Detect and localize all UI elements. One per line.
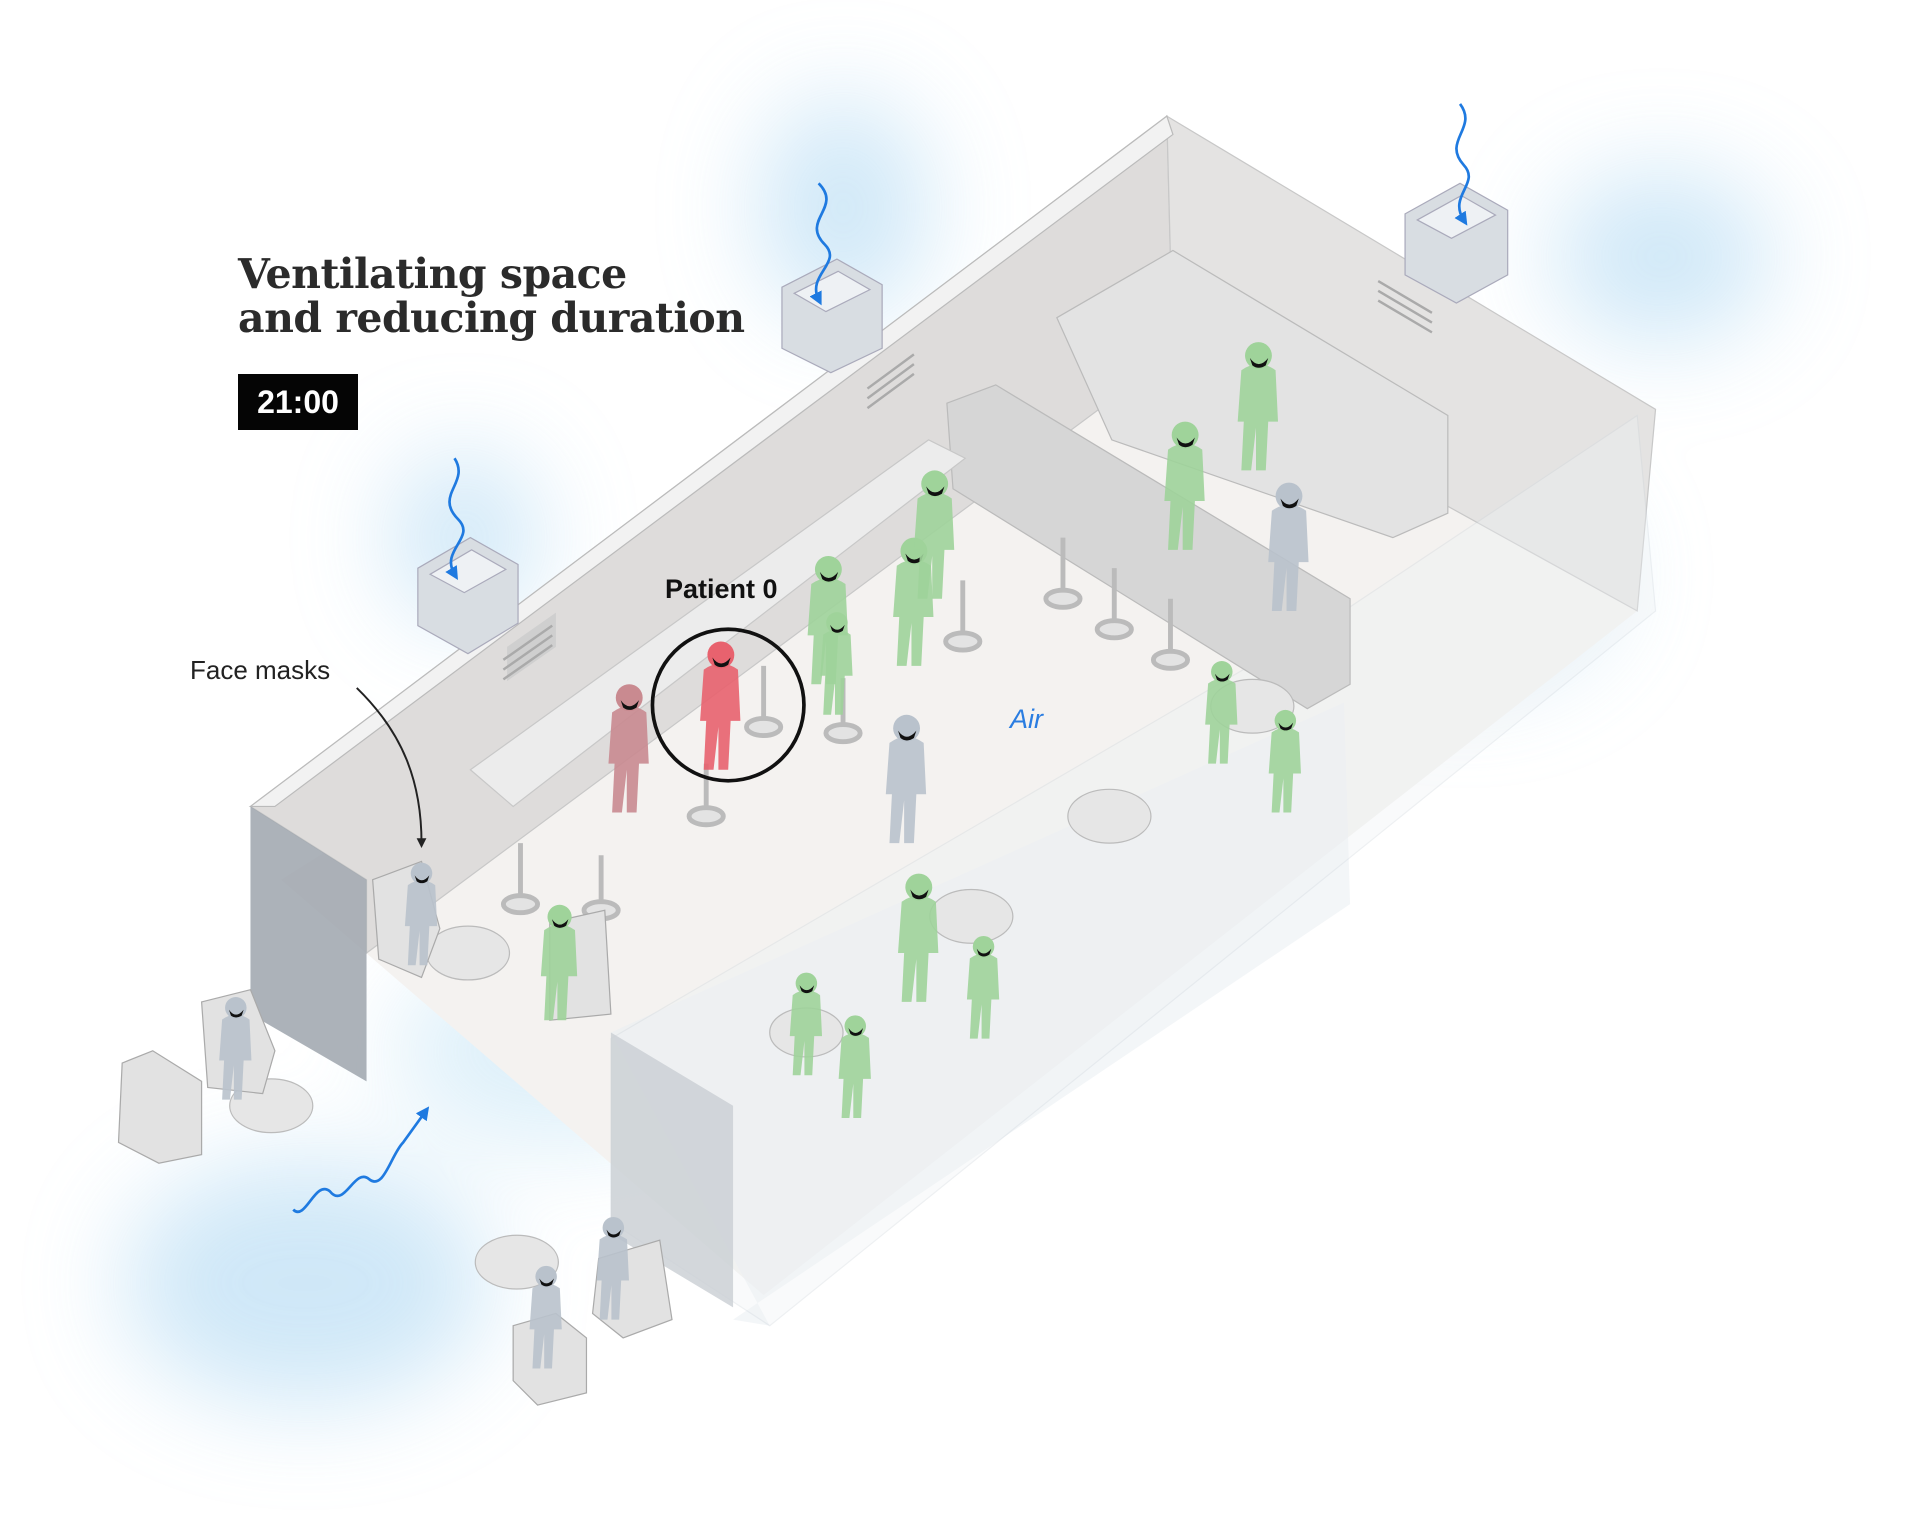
face-mask-icon: [1278, 722, 1294, 731]
person-neutral: [885, 714, 927, 844]
person-healthy: [966, 935, 1000, 1039]
side-door[interactable]: [610, 1032, 734, 1308]
wall-counter: [469, 439, 967, 808]
bar-stools: [500, 537, 1191, 922]
person-healthy: [789, 972, 823, 1076]
page-title: Ventilating space and reducing duration: [238, 252, 745, 340]
person-infected: [700, 641, 741, 770]
face-mask-icon: [551, 919, 569, 928]
face-mask-icon: [606, 1229, 622, 1238]
face-masks-label: Face masks: [190, 655, 331, 685]
face-mask-icon: [799, 985, 815, 994]
ventilation-units: [417, 182, 1509, 655]
person-healthy: [913, 470, 955, 599]
face-mask-icon: [1214, 673, 1230, 682]
face-mask-icon: [228, 1009, 244, 1018]
face-mask-icon: [1249, 358, 1269, 368]
face-mask-icon: [926, 486, 945, 497]
person-healthy: [838, 1015, 871, 1118]
person-neutral: [596, 1216, 629, 1320]
face-mask-icon: [905, 553, 924, 564]
front-wall-glass: [610, 702, 1351, 1326]
air-arrow-in-icon: [292, 1106, 430, 1214]
air-arrow-down-icon: [809, 182, 832, 306]
person-healthy: [1237, 342, 1278, 471]
face-mask-icon: [910, 889, 929, 900]
person-neutral: [404, 862, 438, 966]
face-mask-icon: [539, 1278, 554, 1287]
face-mask-icon: [712, 657, 731, 668]
person-neutral: [529, 1265, 562, 1369]
person-healthy: [1164, 421, 1205, 550]
person-healthy: [1268, 709, 1301, 813]
face-masks-pointer-arrow: [356, 687, 427, 848]
people: [219, 342, 1309, 1369]
face-mask-icon: [898, 730, 917, 741]
air-arrow-down-icon: [1454, 103, 1471, 226]
face-mask-icon: [848, 1028, 864, 1036]
face-mask-icon: [819, 571, 839, 582]
air-arrow-down-icon: [445, 457, 465, 581]
face-mask-icon: [830, 624, 845, 633]
patient-zero-highlight-circle: [650, 627, 806, 783]
person-neutral: [219, 997, 252, 1100]
person-healthy: [540, 904, 578, 1021]
time-badge: 21:00: [238, 374, 358, 430]
title-line-2: and reducing duration: [238, 294, 745, 342]
person-healthy: [1205, 661, 1238, 764]
vent-unit: [417, 536, 519, 655]
air-label: Air: [1010, 704, 1043, 734]
entrance-door[interactable]: [250, 806, 367, 1082]
bar-counter: [946, 384, 1351, 710]
person-healthy: [898, 873, 939, 1002]
wall-vent: [507, 612, 556, 682]
title-line-1: Ventilating space: [238, 250, 627, 298]
face-mask-icon: [414, 875, 430, 884]
face-mask-icon: [976, 948, 992, 957]
face-mask-icon: [1280, 498, 1299, 509]
face-mask-icon: [1176, 437, 1195, 448]
wall-vent: [502, 280, 1433, 681]
patient-zero-label: Patient 0: [665, 574, 778, 604]
person-healthy: [807, 555, 848, 685]
person-healthy: [820, 612, 853, 715]
face-mask-icon: [620, 700, 639, 710]
person-neutral: [1268, 482, 1309, 611]
person-exposed: [608, 684, 649, 813]
air-flow-arrows: [292, 103, 1471, 1214]
